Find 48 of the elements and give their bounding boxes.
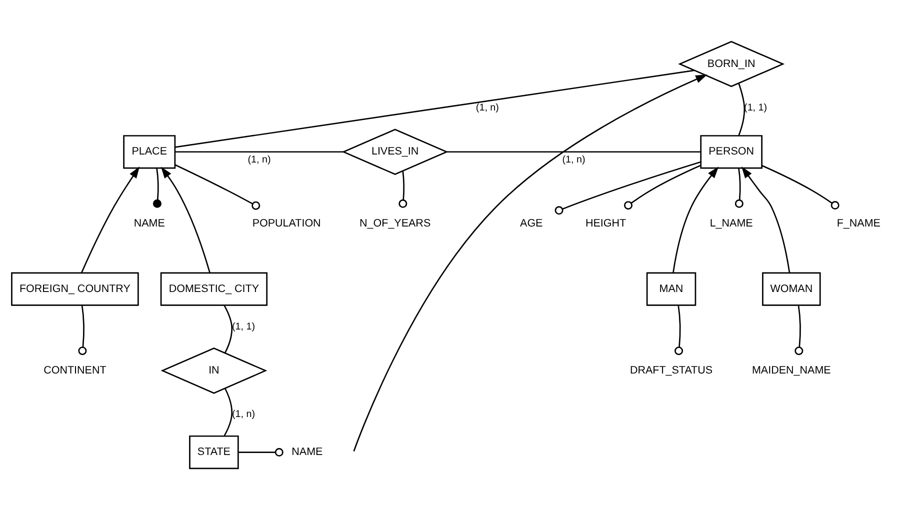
arrow	[742, 166, 790, 273]
connector	[762, 164, 840, 210]
connector	[78, 305, 87, 356]
arrow	[353, 74, 708, 452]
node-text: HEIGHT	[585, 217, 626, 230]
connector	[238, 448, 284, 457]
node-box: STATE	[189, 435, 239, 470]
node-text: POPULATION	[252, 217, 321, 230]
connector	[738, 83, 746, 136]
node-text: MAIDEN_NAME	[752, 364, 831, 376]
connector	[224, 304, 233, 354]
node-text: NAME	[292, 446, 323, 458]
node-text: CONTINENT	[44, 364, 106, 376]
arrow	[672, 166, 719, 273]
node-diamond: IN	[160, 348, 268, 394]
node-box: PLACE	[123, 135, 176, 169]
connector	[734, 168, 744, 208]
connector	[794, 305, 804, 356]
node-text: AGE	[520, 217, 543, 230]
node-diamond: BORN_IN	[678, 40, 785, 88]
connector	[224, 388, 233, 436]
connector	[152, 168, 162, 208]
connector	[175, 70, 694, 148]
edge-label: (1, n)	[562, 154, 586, 166]
edge-label: (1, n)	[248, 154, 271, 166]
node-diamond: LIVES_IN	[342, 128, 448, 176]
node-text: NAME	[134, 217, 165, 230]
connector	[624, 164, 702, 210]
node-text: L_NAME	[710, 217, 753, 230]
node-box: FOREIGN_ COUNTRY	[11, 272, 139, 306]
node-box: WOMAN	[762, 272, 821, 306]
node-text: F_NAME	[836, 217, 880, 230]
edge-label: (1, n)	[232, 409, 256, 420]
node-text: N_OF_YEARS	[360, 217, 431, 230]
connector	[174, 151, 344, 153]
connector	[674, 305, 684, 356]
edge-label: (1, n)	[476, 102, 499, 114]
connector	[174, 164, 260, 210]
arrow	[81, 166, 140, 273]
node-text: DRAFT_STATUS	[630, 364, 713, 376]
node-box: MAN	[646, 272, 696, 306]
connector	[446, 151, 701, 153]
node-box: PERSON	[700, 135, 762, 169]
edge-label: (1, 1)	[232, 321, 256, 332]
node-box: DOMESTIC_ CITY	[160, 272, 268, 306]
connector	[554, 161, 701, 215]
arrow	[160, 166, 210, 273]
connector	[398, 170, 408, 208]
